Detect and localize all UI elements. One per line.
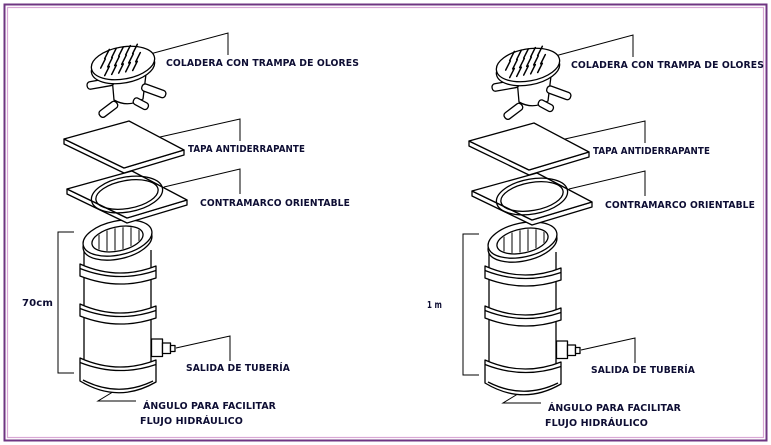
assembly-drawing-left bbox=[58, 33, 240, 401]
label-salida-right: SALIDA DE TUBERÍA bbox=[591, 364, 696, 376]
assembly-drawing-right bbox=[463, 35, 645, 403]
label-coladera-right: COLADERA CON TRAMPA DE OLORES bbox=[571, 60, 764, 71]
label-angulo-line1-right: ÁNGULO PARA FACILITAR bbox=[548, 402, 682, 414]
labels-left: COLADERA CON TRAMPA DE OLORES TAPA ANTID… bbox=[22, 58, 359, 427]
label-coladera-left: COLADERA CON TRAMPA DE OLORES bbox=[166, 58, 359, 69]
labels-right: COLADERA CON TRAMPA DE OLORES TAPA ANTID… bbox=[427, 60, 764, 429]
label-tapa-left: TAPA ANTIDERRAPANTE bbox=[188, 144, 305, 155]
label-angulo-line2-right: FLUJO HIDRÁULICO bbox=[545, 417, 648, 429]
dimension-label-left: 70cm bbox=[22, 298, 53, 309]
dimension-label-right: 1 m bbox=[427, 300, 442, 311]
label-contramarco-right: CONTRAMARCO ORIENTABLE bbox=[605, 200, 755, 211]
label-tapa-right: TAPA ANTIDERRAPANTE bbox=[593, 146, 710, 157]
drawing-border-outer bbox=[3, 3, 768, 442]
label-contramarco-left: CONTRAMARCO ORIENTABLE bbox=[200, 198, 350, 209]
label-angulo-line2-left: FLUJO HIDRÁULICO bbox=[140, 415, 243, 427]
drawing-border-inner bbox=[6, 6, 765, 439]
label-salida-left: SALIDA DE TUBERÍA bbox=[186, 362, 291, 374]
label-angulo-line1-left: ÁNGULO PARA FACILITAR bbox=[143, 400, 277, 412]
